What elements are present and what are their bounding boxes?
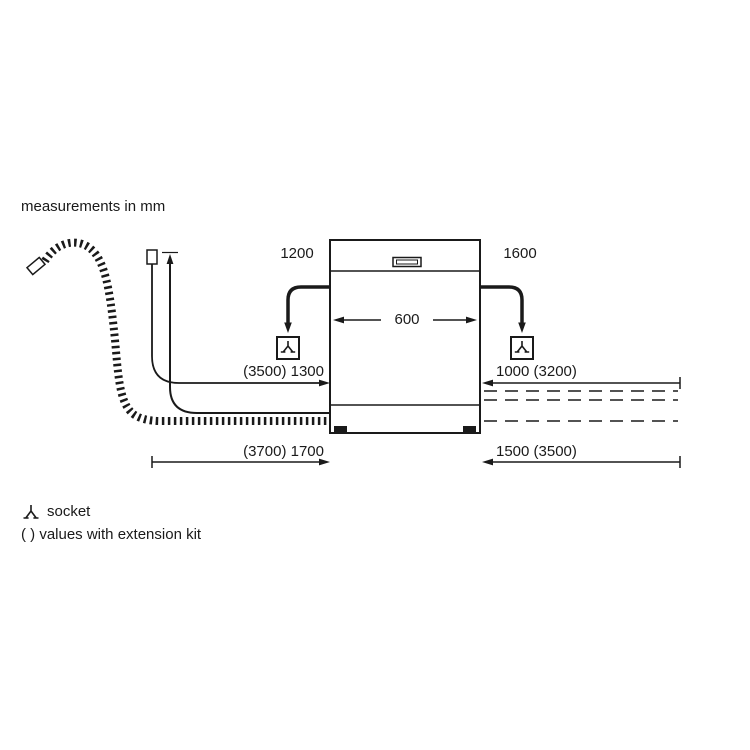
drain-left-arrow (319, 458, 330, 466)
supply-hose (169, 262, 330, 414)
cable-arrow (319, 379, 330, 387)
dimension-supply-left: (3500) 1300 (243, 363, 324, 380)
dimension-drain-left: (3700) 1700 (243, 443, 324, 460)
dimension-socket-left: 1200 (280, 245, 314, 262)
dishwasher-outline (329, 239, 481, 434)
right-cord-arrow (518, 322, 526, 333)
power-cable (151, 264, 321, 384)
drain-hose (41, 238, 330, 425)
dimension-socket-right: 1600 (503, 245, 537, 262)
socket-box-right (510, 336, 534, 360)
dimension-supply-right: 1000 (3200) (496, 363, 577, 380)
dimension-appliance-width: 600 (381, 311, 433, 329)
dishwasher-handle (392, 256, 422, 268)
page-title: measurements in mm (21, 198, 166, 215)
drain-hose-fitting (25, 256, 47, 276)
dimension-drain-right: 1500 (3500) (496, 443, 577, 460)
width-arrow-right (466, 316, 477, 324)
dishwasher-handle-inner (396, 259, 418, 265)
socket-icon-right (514, 341, 530, 353)
legend-socket-label: socket (47, 503, 91, 520)
drain-right-arrow (482, 458, 493, 466)
left-cord-arrow (284, 322, 292, 333)
supply-right-arrow (482, 379, 493, 387)
dishwasher-foot-right (463, 426, 476, 433)
socket-icon-left (280, 341, 296, 353)
socket-box-left (276, 336, 300, 360)
legend-extension-note: ( ) values with extension kit (21, 526, 202, 543)
width-arrow-left (333, 316, 344, 324)
left-cord (286, 285, 330, 324)
right-cord (480, 285, 524, 324)
supply-hose-arrow (166, 254, 174, 264)
socket-icon (23, 505, 39, 519)
plug (146, 249, 158, 265)
dishwasher-foot-left (334, 426, 347, 433)
